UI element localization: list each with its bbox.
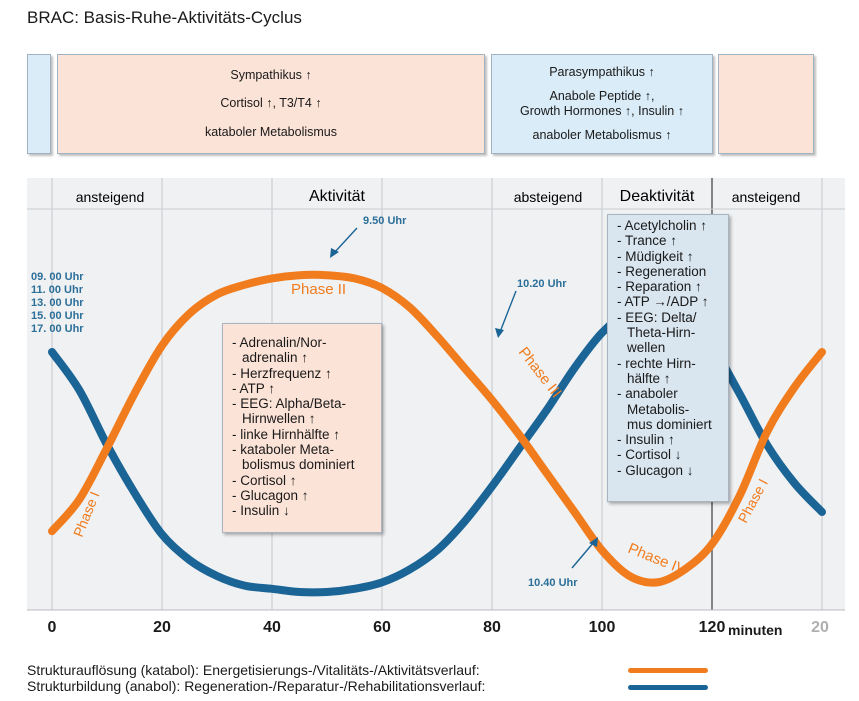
chart-title: BRAC: Basis-Ruhe-Aktivitäts-Cyclus <box>27 8 302 27</box>
activity-line: - linke Hirnhälfte ↑ <box>232 426 341 442</box>
band-catabolic: Sympathikus ↑ Cortisol ↑, T3/T4 ↑ katabo… <box>57 54 485 154</box>
time-stack-item: 15. 00 Uhr <box>31 310 84 322</box>
legend-katabol-swatch <box>628 668 708 673</box>
deactivity-line: hälfte ↑ <box>627 370 671 386</box>
phase-label: Phase II <box>291 281 346 298</box>
activity-line: - EEG: Alpha/Beta- <box>232 396 347 412</box>
segment-ansteigend-2: ansteigend <box>732 189 801 205</box>
phase-label: Phase IV <box>626 540 689 579</box>
deactivity-line: wellen <box>627 340 666 356</box>
x-tick-label: 80 <box>483 619 501 636</box>
activity-line: Hirnwellen ↑ <box>242 411 316 427</box>
time-stack-item: 11. 00 Uhr <box>31 284 83 296</box>
time-stack: 09. 00 Uhr 11. 00 Uhr 13. 00 Uhr 15. 00 … <box>31 271 84 336</box>
phase-label: Phase III <box>515 344 565 401</box>
deactivity-line: Metabolis- <box>627 401 690 417</box>
band-anabolic-line: Anabole Peptide ↑, <box>549 88 655 103</box>
band-catabolic-line: Sympathikus ↑ <box>230 67 312 82</box>
band-catabolic-line: kataboler Metabolismus <box>204 125 337 140</box>
legend-katabol: Strukturauflösung (katabol): Energetisie… <box>27 662 480 678</box>
arrow-1040 <box>571 537 598 569</box>
arrow-950 <box>330 227 358 258</box>
deactivity-line: - Acetylcholin ↑ <box>617 218 708 233</box>
deactivity-line: - Reparation ↑ <box>617 279 702 295</box>
x-tick-label: 20 <box>153 619 171 636</box>
x-axis-unit: minuten <box>728 622 783 638</box>
deactivity-line: - EEG: Delta/ <box>617 309 697 325</box>
activity-line: adrenalin ↑ <box>242 350 309 366</box>
time-1040: 10.40 Uhr <box>528 577 578 589</box>
deactivity-line: - Cortisol ↓ <box>617 447 682 463</box>
activity-line: bolismus dominiert <box>242 457 355 473</box>
activity-line: - Cortisol ↑ <box>232 472 297 488</box>
activity-box: - Adrenalin/Nor- adrenalin ↑ - Herzfrequ… <box>222 323 382 533</box>
arrow-1020 <box>495 290 517 338</box>
band-anabolic: Parasympathikus ↑ Anabole Peptide ↑, Gro… <box>491 54 713 154</box>
time-stack-item: 17. 00 Uhr <box>31 323 84 335</box>
x-tick-label: 60 <box>373 619 391 636</box>
legend-anabol: Strukturbildung (anabol): Regeneration-/… <box>27 678 486 694</box>
band-catabolic-line: Cortisol ↑, T3/T4 ↑ <box>220 96 322 111</box>
x-tick-label: 20 <box>811 619 829 636</box>
deactivity-line: Theta-Hirn- <box>627 325 696 341</box>
phase-label: Phase I <box>70 489 103 539</box>
time-stack-item: 09. 00 Uhr <box>31 271 84 283</box>
band-anabolic-line: Growth Hormones ↑, Insulin ↑ <box>520 103 684 118</box>
deactivity-line: - Müdigkeit ↑ <box>617 248 694 264</box>
segment-absteigend: absteigend <box>514 189 583 205</box>
deactivity-line: - Glucagon ↓ <box>617 462 694 478</box>
band-anabolic-group: Anabole Peptide ↑, Growth Hormones ↑, In… <box>520 89 684 119</box>
activity-line: - ATP ↑ <box>232 380 276 396</box>
deactivity-line: - rechte Hirn- <box>617 355 696 371</box>
deactivity-line: - Insulin ↑ <box>617 432 675 448</box>
band-anabolic-line: anaboler Metabolismus ↑ <box>532 127 672 142</box>
segment-aktivitaet: Aktivität <box>309 188 366 205</box>
time-stack-item: 13. 00 Uhr <box>31 297 84 309</box>
series-katabol-line <box>48 270 826 587</box>
activity-line: - Insulin ↓ <box>232 503 290 519</box>
deactivity-line: - Trance ↑ <box>617 233 678 249</box>
x-tick-label: 120 <box>698 619 726 636</box>
segment-labels: ansteigend Aktivität absteigend Deaktivi… <box>76 188 801 205</box>
activity-line: - Herzfrequenz ↑ <box>232 365 332 381</box>
band-edge-left <box>27 54 51 154</box>
activity-line: - Glucagon ↑ <box>232 487 309 503</box>
segment-ansteigend: ansteigend <box>76 189 145 205</box>
time-950: 9.50 Uhr <box>363 215 407 227</box>
band-anabolic-line: Parasympathikus ↑ <box>549 65 655 80</box>
deactivity-box: - Acetylcholin ↑ - Trance ↑ - Müdigkeit … <box>607 214 729 502</box>
activity-line: - Adrenalin/Nor- <box>232 335 327 350</box>
band-edge-right <box>718 54 814 154</box>
activity-line: - kataboler Meta- <box>232 442 335 458</box>
deactivity-line: - ATP →/ADP ↑ <box>617 294 709 310</box>
x-tick-label: 40 <box>263 619 281 636</box>
legend-anabol-swatch <box>628 685 708 690</box>
deactivity-line: - Regeneration <box>617 263 707 279</box>
segment-deaktivitaet: Deaktivität <box>620 188 695 205</box>
x-tick-label: 0 <box>47 619 57 636</box>
time-1020: 10.20 Uhr <box>517 278 567 290</box>
deactivity-line: mus dominiert <box>627 416 712 432</box>
x-tick-label: 100 <box>588 619 616 636</box>
deactivity-line: - anaboler <box>617 386 678 402</box>
